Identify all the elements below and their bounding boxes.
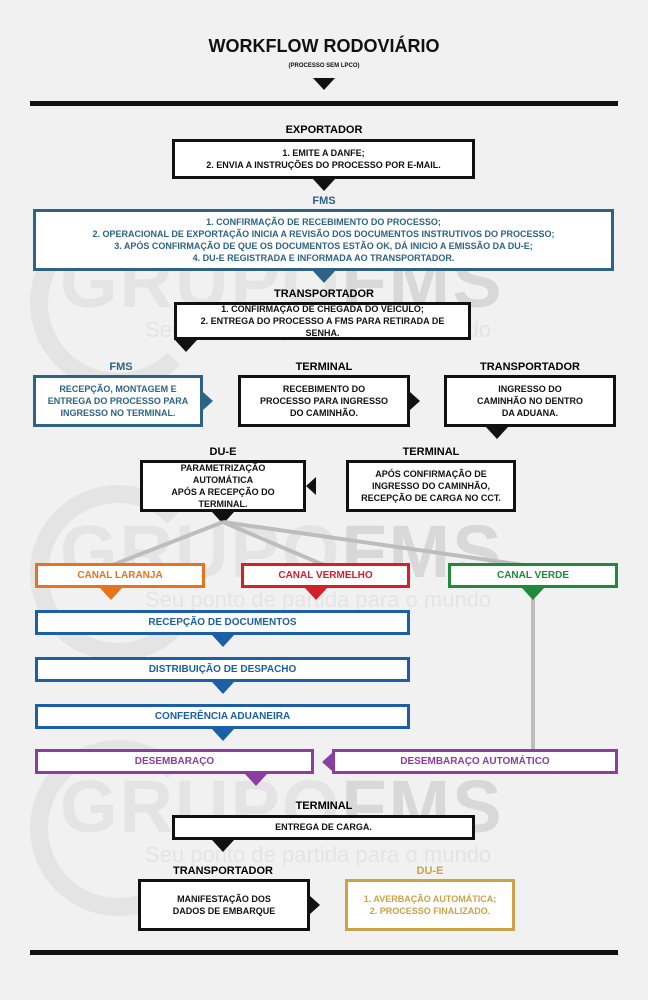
flow-arrow-icon bbox=[212, 682, 234, 694]
exportador-label: EXPORTADOR bbox=[285, 124, 363, 136]
flow-arrow-icon bbox=[212, 635, 234, 647]
flow-arrow-icon bbox=[212, 729, 234, 741]
transportador-entry-line: DA ADUANA. bbox=[501, 408, 559, 419]
connector-line bbox=[109, 520, 224, 568]
flow-arrow-icon bbox=[203, 392, 213, 410]
fms-label: FMS bbox=[109, 361, 133, 373]
stage-conferencia: CONFERÊNCIA ADUANEIRA bbox=[35, 704, 410, 729]
transportador-line: 2. ENTREGA DO PROCESSO A FMS PARA RETIRA… bbox=[200, 315, 445, 339]
top-divider bbox=[30, 101, 618, 106]
channel-laranja: CANAL LARANJA bbox=[35, 563, 205, 588]
terminal-final-label: TERMINAL bbox=[295, 800, 353, 812]
exportador-line: 2. ENVIA A INSTRUÇÕES DO PROCESSO POR E-… bbox=[206, 160, 441, 170]
flow-arrow-icon bbox=[100, 588, 122, 600]
due-final-box: 1. AVERBAÇÃO AUTOMÁTICA; 2. PROCESSO FIN… bbox=[345, 879, 515, 931]
due-label: DU-E bbox=[209, 446, 237, 458]
fms-line: 3. APÓS CONFIRMAÇÃO DE QUE OS DOCUMENTOS… bbox=[114, 241, 533, 251]
due-box: PARAMETRIZAÇÃO AUTOMÁTICA APÓS A RECEPÇÃ… bbox=[140, 460, 306, 512]
due-final-line: 1. AVERBAÇÃO AUTOMÁTICA; bbox=[363, 893, 497, 904]
flow-arrow-icon bbox=[245, 774, 267, 786]
fms-reception-box: RECEPÇÃO, MONTAGEM E ENTREGA DO PROCESSO… bbox=[33, 375, 203, 427]
exportador-box: 1. EMITE A DANFE; 2. ENVIA A INSTRUÇÕES … bbox=[172, 139, 475, 179]
header-arrow-icon bbox=[313, 78, 335, 90]
terminal-final-text: ENTREGA DE CARGA. bbox=[275, 822, 372, 833]
due-final-label: DU-E bbox=[416, 865, 444, 877]
terminal-cct-line: INGRESSO DO CAMINHÃO, bbox=[371, 480, 490, 491]
fms-line: 2. OPERACIONAL DE EXPORTAÇÃO INICIA A RE… bbox=[92, 228, 555, 239]
bottom-divider bbox=[30, 950, 618, 955]
stage-desembaraco-automatico: DESEMBARAÇO AUTOMÁTICO bbox=[332, 749, 618, 774]
due-final-line: 2. PROCESSO FINALIZADO. bbox=[369, 906, 491, 916]
due-line: PARAMETRIZAÇÃO AUTOMÁTICA bbox=[180, 462, 266, 485]
stage-distribuicao: DISTRIBUIÇÃO DE DESPACHO bbox=[35, 657, 410, 682]
fms-reception-line: ENTREGA DO PROCESSO PARA bbox=[47, 395, 189, 406]
fms-label: FMS bbox=[312, 195, 336, 207]
terminal-line: RECEBIMENTO DO bbox=[282, 383, 366, 394]
transportador-box: 1. CONFIRMAÇÃO DE CHEGADA DO VEICULO; 2.… bbox=[174, 302, 471, 340]
channel-vermelho: CANAL VERMELHO bbox=[241, 563, 410, 588]
connector-line bbox=[222, 520, 531, 568]
due-line: APÓS A RECEPÇÃO DO bbox=[171, 487, 275, 497]
terminal-final-box: ENTREGA DE CARGA. bbox=[172, 815, 475, 840]
channel-verde: CANAL VERDE bbox=[448, 563, 618, 588]
terminal-cct-line: RECEPÇÃO DE CARGA NO CCT. bbox=[361, 493, 501, 504]
due-line: TERMINAL. bbox=[198, 499, 248, 510]
terminal-box: RECEBIMENTO DO PROCESSO PARA INGRESSO DO… bbox=[238, 375, 410, 427]
flow-arrow-icon bbox=[310, 896, 320, 914]
flow-arrow-icon bbox=[322, 753, 332, 771]
terminal-line: PROCESSO PARA INGRESSO bbox=[259, 395, 389, 406]
terminal-cct-line: APÓS CONFIRMAÇÃO DE bbox=[375, 468, 487, 479]
transportador-line: 1. CONFIRMAÇÃO DE CHEGADA DO VEICULO; bbox=[221, 303, 424, 314]
exportador-line: 1. EMITE A DANFE; bbox=[282, 147, 365, 158]
flow-arrow-icon bbox=[305, 588, 327, 600]
flow-arrow-icon bbox=[486, 427, 508, 439]
terminal-cct-box: APÓS CONFIRMAÇÃO DE INGRESSO DO CAMINHÃO… bbox=[346, 460, 516, 512]
transportador-final-line: MANIFESTAÇÃO DOS bbox=[177, 893, 271, 904]
flow-arrow-icon bbox=[212, 840, 234, 852]
stage-recepcao: RECEPÇÃO DE DOCUMENTOS bbox=[35, 610, 410, 635]
transportador-final-box: MANIFESTAÇÃO DOS DADOS DE EMBARQUE bbox=[138, 879, 310, 931]
transportador-final-label: TRANSPORTADOR bbox=[172, 865, 273, 877]
transportador-entry-line: CAMINHÃO NO DENTRO bbox=[477, 395, 583, 406]
fms-box: 1. CONFIRMAÇÃO DE RECEBIMENTO DO PROCESS… bbox=[33, 209, 614, 271]
page-subtitle: (PROCESSO SEM LPCO) bbox=[288, 63, 360, 69]
transportador-entry-box: INGRESSO DO CAMINHÃO NO DENTRO DA ADUANA… bbox=[444, 375, 616, 427]
fms-reception-line: INGRESSO NO TERMINAL. bbox=[60, 408, 176, 419]
fms-line: 1. CONFIRMAÇÃO DE RECEBIMENTO DO PROCESS… bbox=[206, 216, 441, 227]
connector-line bbox=[222, 520, 327, 568]
flow-arrow-icon bbox=[175, 340, 197, 352]
page-title: WORKFLOW RODOVIÁRIO bbox=[208, 36, 440, 56]
transportador-label: TRANSPORTADOR bbox=[479, 361, 580, 373]
transportador-final-line: DADOS DE EMBARQUE bbox=[172, 906, 276, 916]
transportador-entry-line: INGRESSO DO bbox=[498, 383, 562, 394]
stage-desembaraco: DESEMBARAÇO bbox=[35, 749, 314, 774]
terminal-label: TERMINAL bbox=[295, 361, 353, 373]
flow-arrow-icon bbox=[522, 588, 544, 600]
terminal-label: TERMINAL bbox=[402, 446, 460, 458]
transportador-label: TRANSPORTADOR bbox=[273, 288, 374, 300]
terminal-line: DO CAMINHÃO. bbox=[290, 408, 358, 419]
flow-arrow-icon bbox=[313, 179, 335, 191]
fms-reception-line: RECEPÇÃO, MONTAGEM E bbox=[59, 383, 177, 394]
fms-line: 4. DU-E REGISTRADA E INFORMADA AO TRANSP… bbox=[192, 253, 455, 264]
flow-arrow-icon bbox=[313, 271, 335, 283]
flow-arrow-icon bbox=[410, 392, 420, 410]
